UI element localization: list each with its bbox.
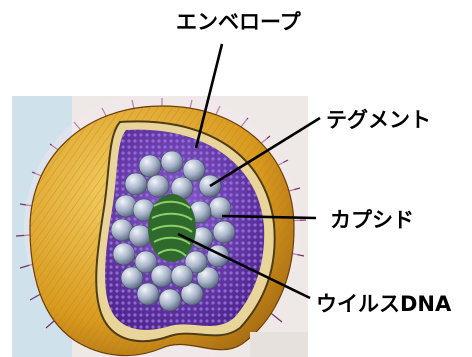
leader-envelope (196, 44, 222, 148)
label-viral-dna: ウイルスDNA (316, 288, 451, 318)
label-capsid: カプシド (330, 204, 414, 234)
label-envelope: エンベロープ (176, 6, 301, 36)
leader-tegument (210, 118, 320, 186)
label-tegument: テグメント (326, 104, 431, 134)
leader-viral-dna (178, 234, 310, 298)
leader-capsid (222, 216, 316, 218)
